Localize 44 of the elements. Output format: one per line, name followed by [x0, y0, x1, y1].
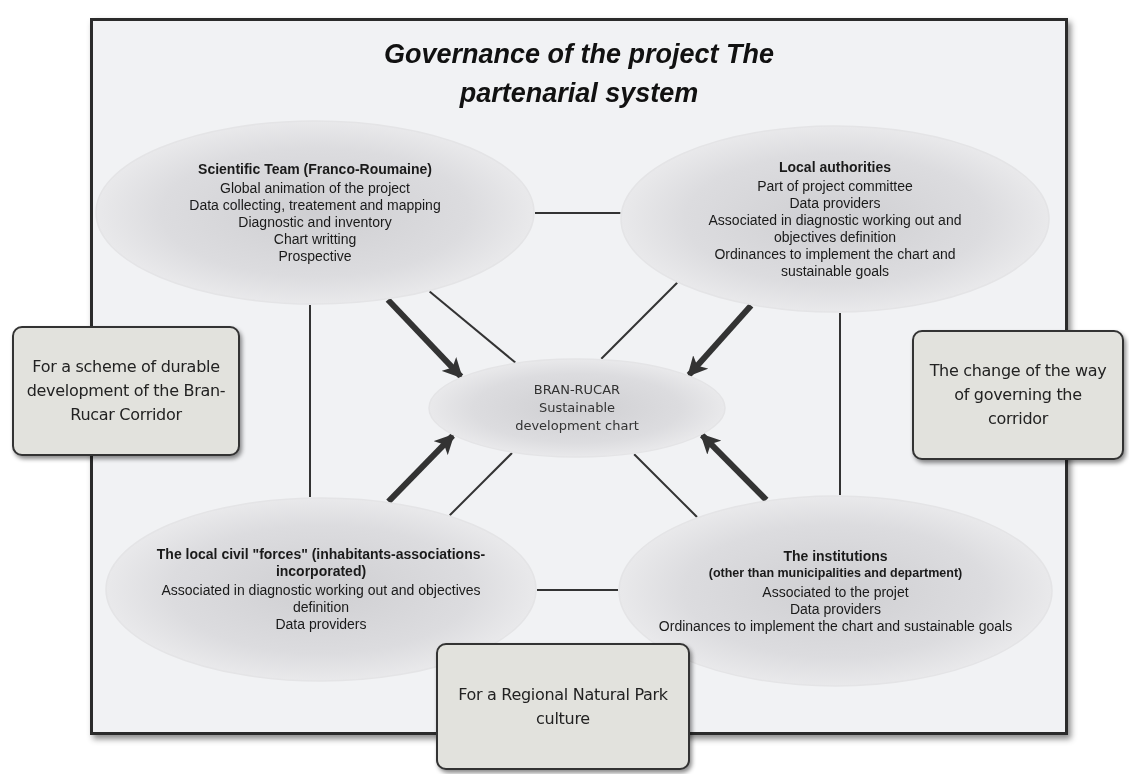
arrow	[385, 297, 464, 379]
node-text: BRAN-RUCAR Sustainable development chart	[514, 381, 640, 435]
connector-line	[536, 589, 619, 591]
node-text: Data providers	[789, 194, 881, 212]
node-text: Ordinances to implement the chart and sustainable goals	[658, 617, 1013, 635]
node-heading: The institutions	[783, 547, 888, 565]
connector-line	[600, 281, 679, 360]
connector-line	[428, 290, 517, 364]
node-text: Global animation of the project	[220, 179, 410, 197]
node-heading: Scientific Team (Franco-Roumaine)	[198, 160, 432, 178]
node-heading: The local civil "forces" (inhabitants-associations-incorporated)	[155, 546, 487, 580]
node-text: Data collecting, treatement and mapping	[189, 196, 441, 214]
note-text: For a scheme of durable development of the Bran-Rucar Corridor	[25, 356, 227, 426]
connector-line	[633, 453, 698, 518]
oval-node	[618, 495, 1053, 687]
oval-node	[105, 497, 537, 682]
oval-node	[428, 358, 726, 458]
node-text: Ordinances to implement the chart and sustainable goals	[713, 245, 957, 280]
arrow	[686, 303, 754, 377]
arrow	[699, 433, 769, 503]
node-heading: Local authorities	[779, 158, 891, 176]
node-text: Associated to the projet	[762, 583, 909, 601]
diagram-title: Governance of the project The partenarial system	[382, 38, 776, 110]
node-text: Associated in diagnostic working out and objectives definition	[160, 582, 482, 616]
connector-line	[448, 452, 513, 517]
note-box	[12, 326, 240, 456]
node-text: Chart writting	[273, 230, 357, 248]
node-text: Associated in diagnostic working out and objectives definition	[707, 211, 963, 246]
connector-line	[839, 312, 841, 496]
oval-node	[620, 125, 1050, 313]
node-text: Data providers	[275, 616, 367, 633]
note-box	[912, 330, 1124, 460]
arrow	[386, 433, 455, 504]
node-text: Diagnostic and inventory	[238, 213, 392, 231]
oval-node	[95, 120, 535, 305]
note-text: For a Regional Natural Park culture	[457, 683, 669, 730]
connector-line	[309, 304, 311, 499]
node-text: Data providers	[789, 600, 881, 618]
note-text: The change of the way of governing the corridor	[928, 360, 1108, 430]
node-text: Prospective	[278, 247, 352, 265]
note-box	[436, 643, 690, 770]
node-text: Part of project committee	[757, 177, 913, 195]
node-heading: (other than municipalities and department)	[708, 564, 963, 582]
connector-line	[534, 212, 622, 214]
